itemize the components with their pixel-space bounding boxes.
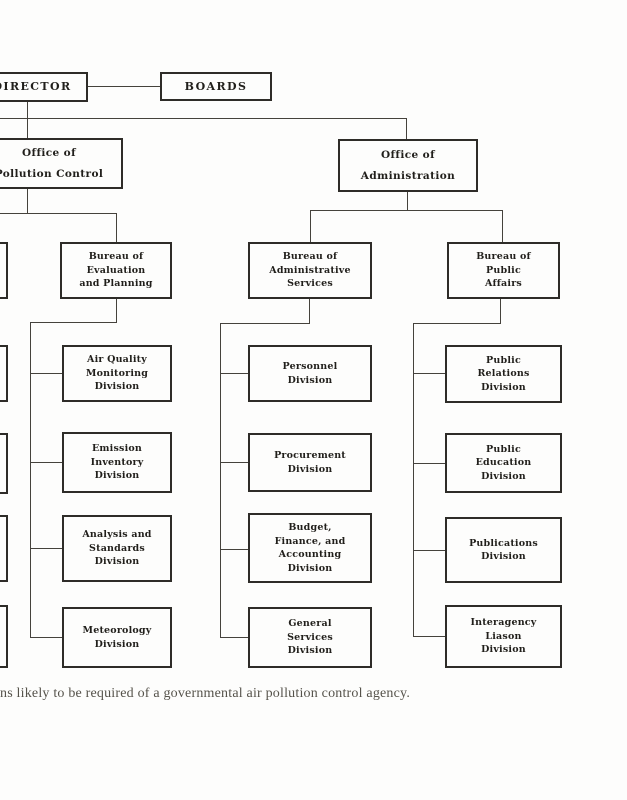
connector-line — [220, 323, 221, 637]
connector-line — [220, 373, 248, 374]
meteorology-division-box: Meteorology Division — [62, 607, 172, 668]
connector-line — [0, 118, 407, 119]
connector-line — [30, 637, 62, 638]
connector-line — [30, 548, 62, 549]
connector-line — [27, 102, 28, 139]
connector-line — [220, 549, 248, 550]
connector-line — [310, 210, 503, 211]
connector-line — [88, 86, 160, 87]
connector-line — [407, 192, 408, 210]
cutoff-division-box — [0, 605, 8, 668]
connector-line — [309, 299, 310, 323]
bureau-administrative-services-box: Bureau of Administrative Services — [248, 242, 372, 299]
connector-line — [502, 210, 503, 242]
connector-line — [220, 323, 310, 324]
emission-inventory-division-box: Emission Inventory Division — [62, 432, 172, 493]
cutoff-bureau-box — [0, 242, 8, 299]
general-services-division-box: General Services Division — [248, 607, 372, 668]
connector-line — [413, 323, 414, 636]
public-education-division-box: Public Education Division — [445, 433, 562, 493]
cutoff-division-box — [0, 433, 8, 494]
connector-line — [220, 637, 248, 638]
air-quality-monitoring-division-box: Air Quality Monitoring Division — [62, 345, 172, 402]
interagency-liason-division-box: Interagency Liason Division — [445, 605, 562, 668]
connector-line — [30, 322, 117, 323]
cutoff-division-box — [0, 515, 8, 582]
connector-line — [413, 636, 445, 637]
connector-line — [30, 462, 62, 463]
public-relations-division-box: Public Relations Division — [445, 345, 562, 403]
budget-finance-accounting-division-box: Budget, Finance, and Accounting Division — [248, 513, 372, 583]
office-pollution-control-box: Office of Pollution Control — [0, 138, 123, 189]
publications-division-box: Publications Division — [445, 517, 562, 583]
bureau-public-affairs-box: Bureau of Public Affairs — [447, 242, 560, 299]
connector-line — [310, 210, 311, 242]
bureau-evaluation-planning-box: Bureau of Evaluation and Planning — [60, 242, 172, 299]
connector-line — [27, 189, 28, 214]
connector-line — [413, 373, 445, 374]
office-administration-box: Office of Administration — [338, 139, 478, 192]
connector-line — [413, 463, 445, 464]
cutoff-division-box — [0, 345, 8, 402]
connector-line — [413, 550, 445, 551]
connector-line — [30, 322, 31, 638]
figure-caption: ns likely to be required of a government… — [0, 686, 411, 701]
personnel-division-box: Personnel Division — [248, 345, 372, 402]
analysis-standards-division-box: Analysis and Standards Division — [62, 515, 172, 582]
connector-line — [220, 462, 248, 463]
connector-line — [116, 299, 117, 322]
procurement-division-box: Procurement Division — [248, 433, 372, 492]
director-box: DIRECTOR — [0, 72, 88, 102]
connector-line — [413, 323, 501, 324]
connector-line — [30, 373, 62, 374]
connector-line — [500, 297, 501, 323]
connector-line — [116, 213, 117, 242]
connector-line — [0, 213, 117, 214]
boards-box: BOARDS — [160, 72, 272, 101]
connector-line — [406, 118, 407, 139]
